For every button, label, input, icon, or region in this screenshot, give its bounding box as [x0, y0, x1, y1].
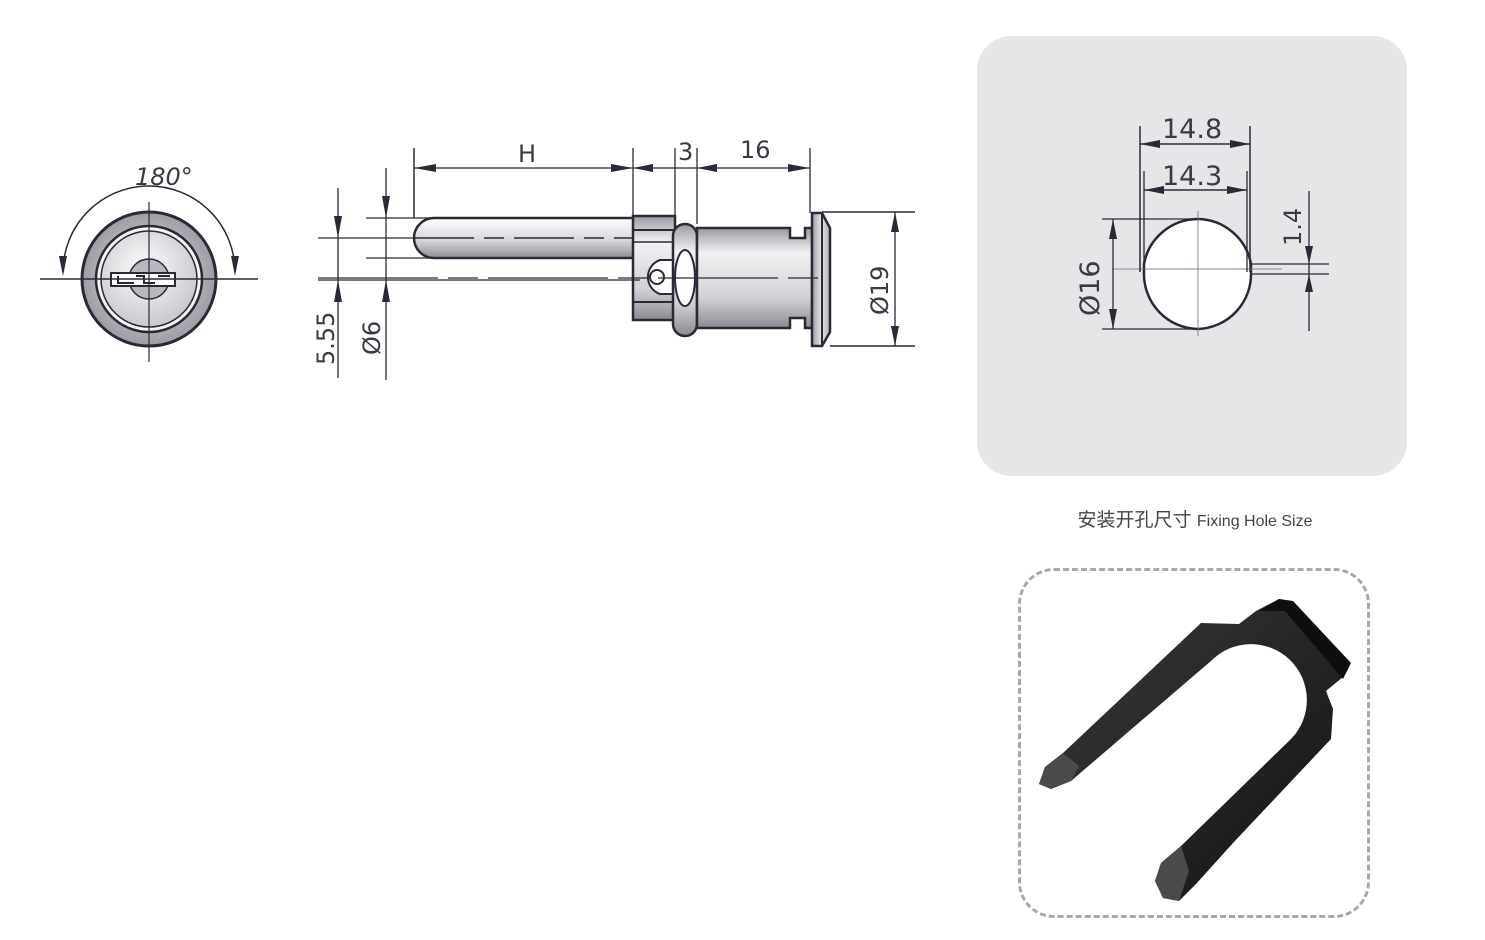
dim-outer-width: 14.8 — [1162, 114, 1222, 145]
dim-collar-width: 3 — [678, 138, 693, 166]
side-view: H 3 16 Ø19 5.55 Ø6 — [300, 120, 930, 390]
clip-photo-frame — [1018, 568, 1370, 918]
fixing-hole-panel: 14.8 14.3 Ø16 1.4 — [977, 36, 1407, 476]
dim-flat-height: 1.4 — [1279, 208, 1307, 246]
fixing-hole-caption: 安装开孔尺寸 Fixing Hole Size — [1030, 505, 1360, 532]
caption-chinese: 安装开孔尺寸 — [1077, 509, 1192, 531]
dim-body-length: 16 — [740, 136, 771, 164]
rotation-angle-label: 180° — [135, 163, 193, 191]
dim-pin-offset: 5.55 — [312, 312, 340, 365]
fixing-hole-drawing: 14.8 14.3 Ø16 1.4 — [1075, 114, 1329, 336]
dim-length-h: H — [518, 140, 536, 168]
lock-front-view-drawing: 180° — [40, 163, 258, 362]
dim-inner-width: 14.3 — [1162, 161, 1222, 192]
lock-side-view-drawing: H 3 16 Ø19 5.55 Ø6 — [312, 136, 915, 380]
dim-flange-diameter: Ø19 — [866, 266, 894, 315]
dim-pin-diameter: Ø6 — [358, 321, 386, 355]
u-clip-image — [1039, 599, 1351, 901]
caption-english: Fixing Hole Size — [1196, 513, 1313, 530]
dim-hole-diameter: Ø16 — [1075, 260, 1106, 316]
front-view: 180° — [30, 140, 270, 380]
